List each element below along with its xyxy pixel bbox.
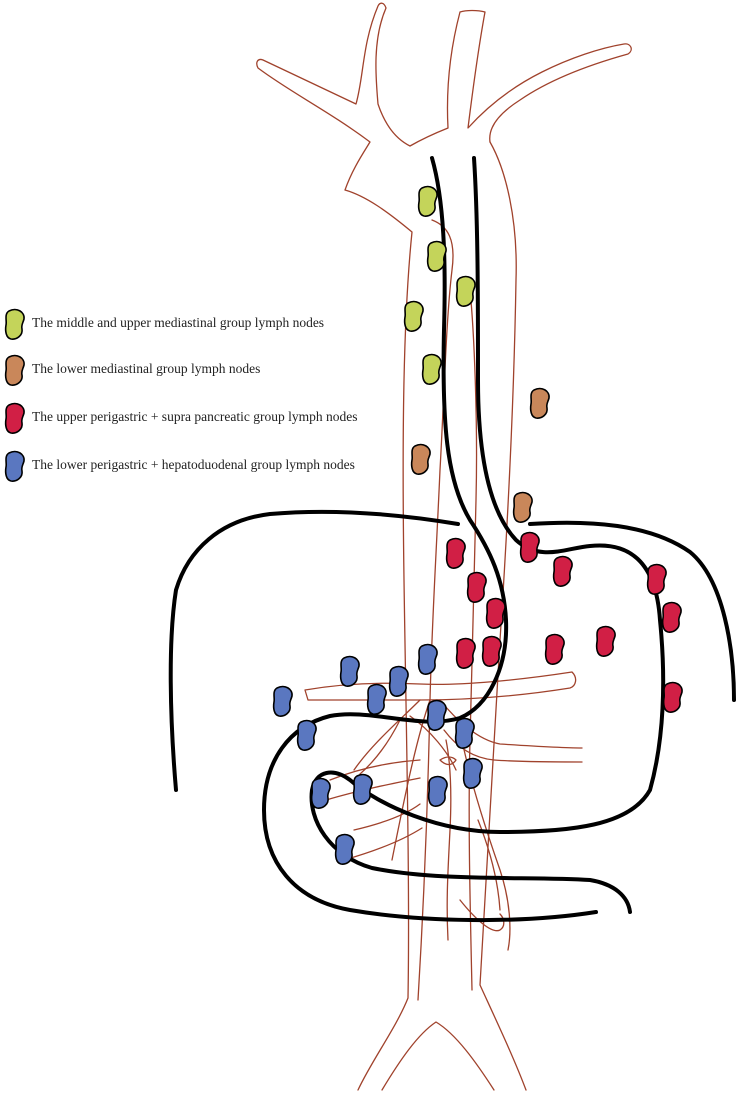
- node-lower-perigastric-13: [334, 833, 355, 865]
- node-lower-perigastric-4: [272, 685, 293, 717]
- esophagus-right-wall: [309, 156, 666, 914]
- node-upper-perigastric-9: [455, 637, 476, 669]
- aortic-arch-left-contour: [256, 2, 632, 1091]
- node-lower-perigastric-12: [427, 775, 448, 807]
- node-lower-perigastric-8: [454, 717, 475, 749]
- node-upper-perigastric-7: [661, 601, 682, 633]
- node-upper-perigastric-2: [519, 531, 540, 563]
- branch-7: [439, 756, 457, 766]
- node-lower-perigastric-3: [388, 665, 409, 697]
- branch-1: [304, 671, 577, 701]
- node-upper-mediastinal-4: [403, 300, 424, 332]
- node-lower-mediastinal-2: [410, 443, 431, 475]
- lymph-node-icon: [4, 450, 25, 482]
- node-lower-perigastric-10: [310, 777, 331, 809]
- lymph-node-icon: [4, 402, 25, 434]
- node-lower-perigastric-2: [339, 655, 360, 687]
- node-lower-perigastric-1: [417, 643, 438, 675]
- legend-label: The lower perigastric + hepatoduodenal g…: [32, 457, 355, 472]
- legend-label: The middle and upper mediastinal group l…: [32, 315, 325, 330]
- legend-label: The upper perigastric + supra pancreatic…: [32, 409, 358, 424]
- node-lower-perigastric-9: [462, 757, 483, 789]
- node-upper-perigastric-11: [544, 633, 565, 665]
- node-upper-perigastric-4: [646, 563, 667, 595]
- node-lower-perigastric-5: [366, 683, 387, 715]
- vena-cava-left: [417, 219, 454, 1001]
- node-upper-perigastric-12: [662, 681, 683, 713]
- node-upper-perigastric-1: [445, 537, 466, 569]
- branch-4: [325, 759, 421, 801]
- node-lower-perigastric-6: [426, 699, 447, 731]
- lymph-node-icon: [4, 308, 25, 340]
- node-upper-mediastinal-1: [417, 185, 438, 217]
- iliac-bifurcation: [381, 1021, 495, 1091]
- node-upper-mediastinal-2: [426, 240, 447, 272]
- node-upper-perigastric-10: [481, 635, 502, 667]
- stomach-fundus: [528, 520, 736, 702]
- node-upper-mediastinal-5: [421, 353, 442, 385]
- legend-label: The lower mediastinal group lymph nodes: [32, 361, 261, 376]
- node-lower-mediastinal-1: [529, 387, 550, 419]
- node-upper-perigastric-3: [552, 555, 573, 587]
- gi-outline: [168, 156, 736, 923]
- legend-swatch-blue: [4, 450, 25, 482]
- node-lower-perigastric-7: [296, 719, 317, 751]
- vena-cava-right: [468, 289, 478, 991]
- node-upper-perigastric-5: [466, 571, 487, 603]
- node-lower-perigastric-11: [352, 773, 373, 805]
- legend-swatch-brown: [4, 354, 25, 386]
- node-lower-mediastinal-3: [512, 491, 533, 523]
- liver-outline: [168, 509, 460, 792]
- branch-2: [353, 699, 583, 861]
- legend-swatch-red: [4, 402, 25, 434]
- node-upper-mediastinal-3: [455, 275, 476, 307]
- legend-swatch-green: [4, 308, 25, 340]
- node-upper-perigastric-6: [485, 597, 506, 629]
- esophagus-left-wall: [262, 156, 598, 923]
- lymph-node-icon: [4, 354, 25, 386]
- node-upper-perigastric-8: [595, 625, 616, 657]
